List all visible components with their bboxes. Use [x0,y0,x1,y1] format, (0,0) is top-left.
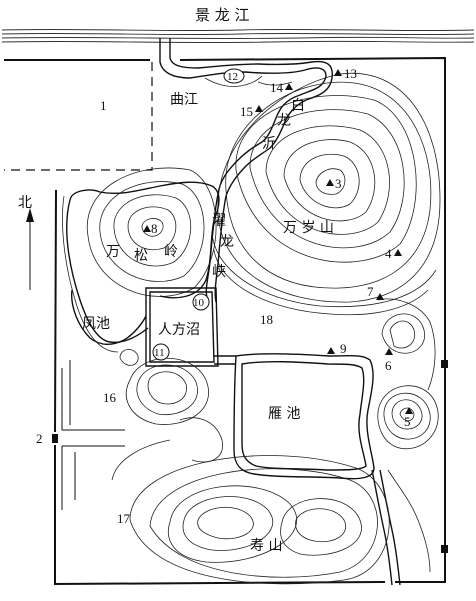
label-fengchi: 凤池 [82,316,110,332]
peak-triangle-6 [385,348,393,355]
yanchi-lake [233,352,375,480]
south-hills [111,349,390,585]
dashed-boundary [4,62,153,171]
qujiang-water [159,38,333,197]
north-arrow [26,208,34,290]
peak-triangle-15 [255,105,263,112]
marker-17: 17 [117,511,131,526]
marker-8: 8 [151,221,158,236]
label-zhuolong-2: 龙 [220,234,234,250]
marker-12-circle [223,68,245,84]
label-wansong-1: 万 [106,244,120,260]
marker-9: 9 [340,341,347,356]
marker-10: 10 [193,297,205,309]
label-shoushan: 寿 山 [250,537,282,554]
label-qujiang: 曲江 [170,92,198,108]
label-wansong-3: 岭 [164,244,178,260]
peak-triangle-13 [334,69,342,76]
marker-7: 7 [367,284,374,299]
marker-5: 5 [404,414,411,429]
river-name: 景 龙 江 [195,6,250,24]
peak-triangle-7 [376,293,384,300]
label-bailong-3: 沂 [262,136,276,152]
label-bailong-1: 白 [291,98,305,114]
marker-14: 14 [270,80,284,95]
label-zhuolong-1: 濯 [212,213,226,229]
marker-10-circle [192,293,210,311]
peak-triangle-14 [285,83,293,90]
marker-1: 1 [100,98,107,113]
marker-11-circle [152,343,170,361]
marker-13: 13 [344,66,357,81]
peak-triangle-5 [405,407,413,414]
label-zhuolong-3: 峡 [212,264,226,280]
marker-6: 6 [385,358,392,373]
label-bailong-2: 龙 [277,113,291,129]
east-hills [371,298,439,586]
wansong-ridge [62,167,220,353]
label-yanchi: 雁 池 [268,406,300,422]
wansui-mountain [211,72,441,316]
marker-11: 11 [154,347,165,359]
peak-triangle-4 [394,249,402,256]
renfangzhao-pond [145,287,236,367]
river [1,28,475,44]
marker-16: 16 [103,390,117,405]
marker-18: 18 [260,312,273,327]
peak-triangle-3 [326,179,334,186]
label-wansong-2: 松 [134,248,148,264]
marker-15: 15 [240,104,253,119]
marker-4: 4 [385,246,392,261]
marker-12: 12 [227,71,238,83]
marker-3: 3 [335,176,342,191]
label-wansui: 万 岁 山 [283,220,334,236]
outer-wall [4,56,448,586]
peak-triangle-8 [143,225,151,232]
zhuolong-gorge [71,193,227,345]
north-label: 北 [18,195,32,211]
marker-2: 2 [36,431,43,446]
peak-triangle-9 [327,347,335,354]
west-gate [61,360,125,510]
label-renfangzhao: 人方沼 [158,322,200,338]
